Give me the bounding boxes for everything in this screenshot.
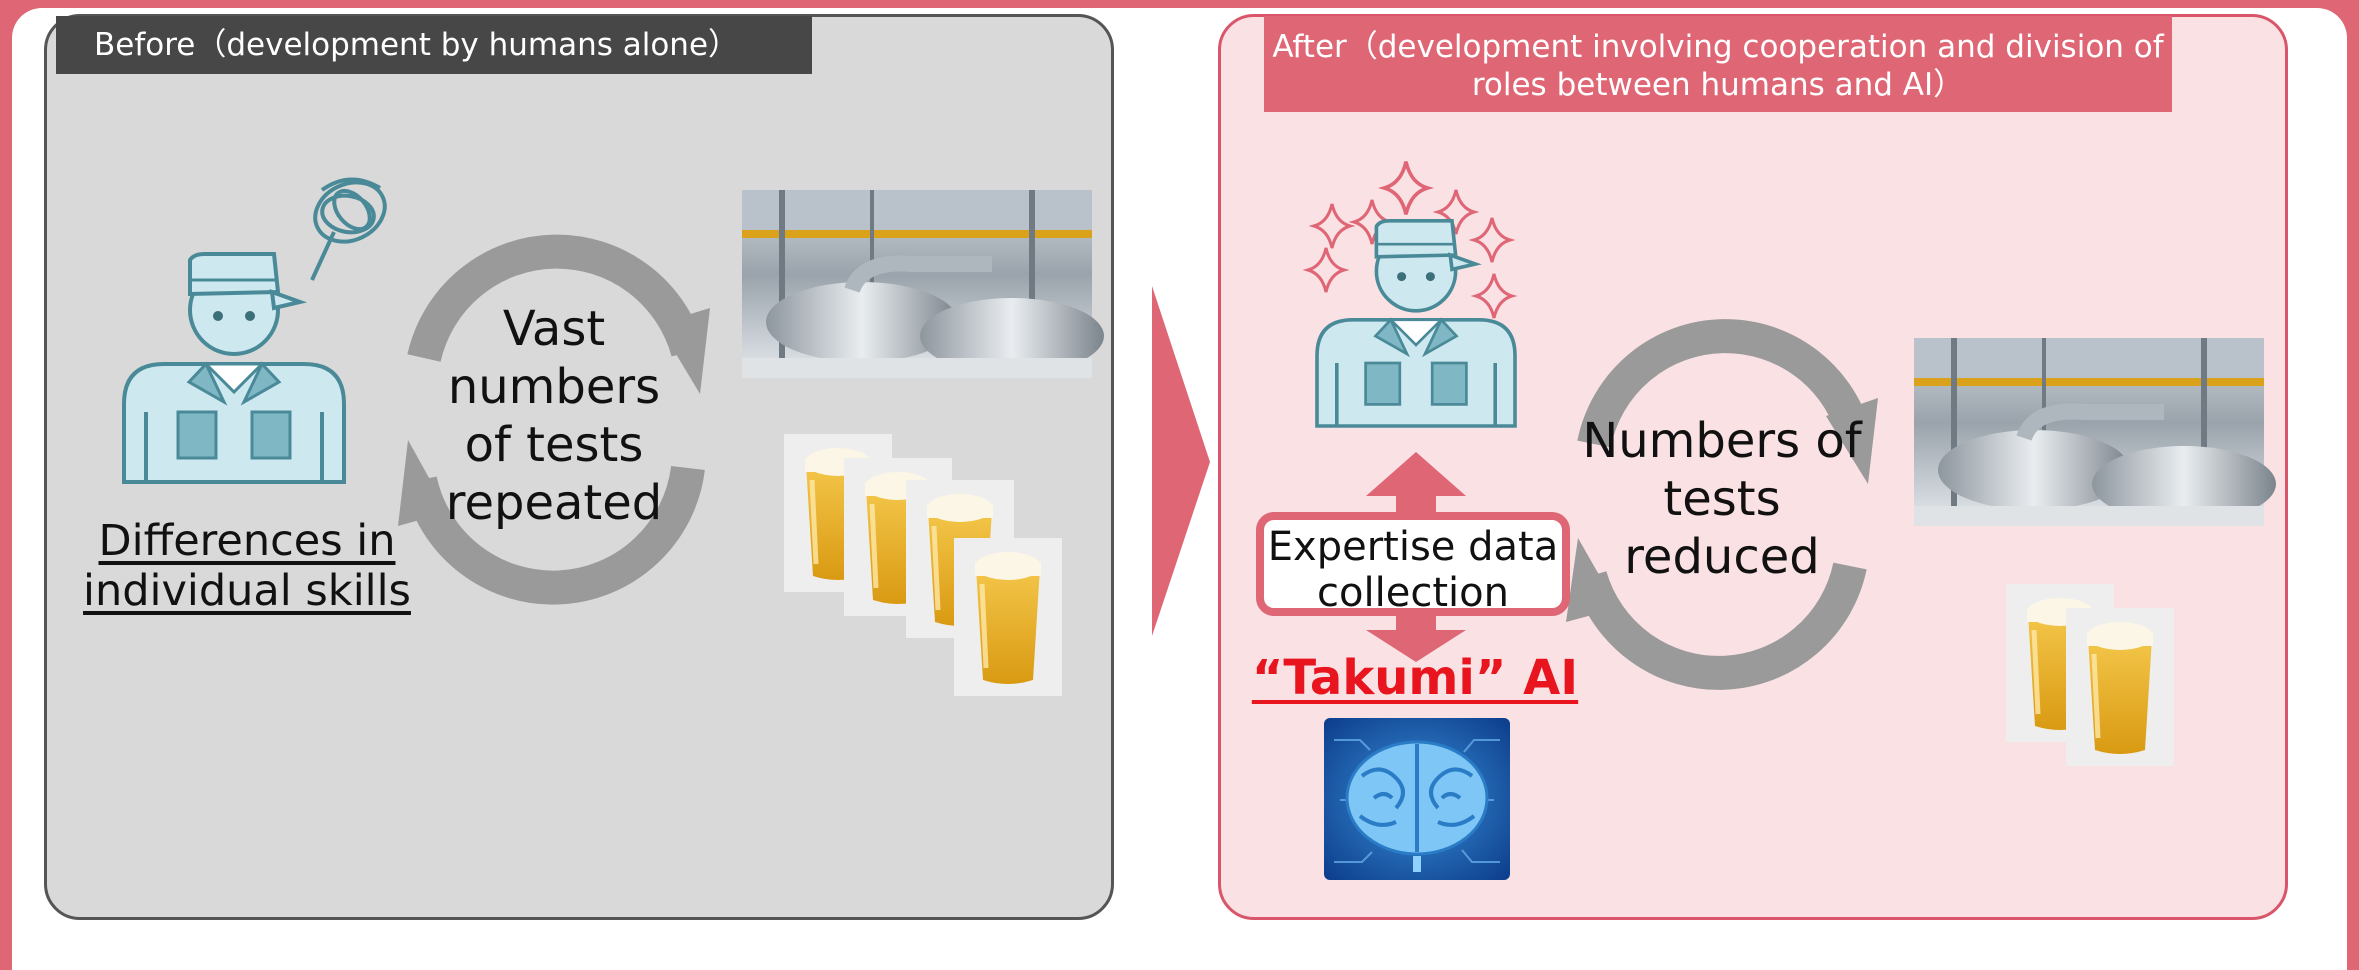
- after-header: After（development involving cooperation …: [1264, 16, 2172, 112]
- beer-glass-icon: [784, 434, 1062, 696]
- worker-icon: [1315, 219, 1517, 428]
- transition-arrow-icon: [1152, 286, 1210, 636]
- tests-reduced-label: Numbers of tests reduced: [1582, 413, 1862, 585]
- cycle-arrow-icon: [1573, 319, 1873, 690]
- confusion-scribble-icon: [310, 177, 387, 281]
- brewery-photo: [1914, 338, 2276, 526]
- double-arrow-icon: [1366, 452, 1466, 662]
- takumi-ai-label: “Takumi” AI: [1251, 650, 1579, 706]
- worker-icon: [122, 252, 346, 484]
- skills-label: Differences in individual skills: [83, 516, 411, 616]
- cycle-arrow-icon: [403, 234, 705, 605]
- beer-glass-icon: [2006, 584, 2174, 766]
- vast-tests-label: Vast numbers of tests repeated: [445, 301, 663, 531]
- before-header: Before（development by humans alone）: [56, 16, 812, 74]
- expertise-box: Expertise data collection: [1256, 512, 1570, 616]
- brain-chip-icon: [1324, 718, 1510, 880]
- brewery-photo: [742, 190, 1104, 378]
